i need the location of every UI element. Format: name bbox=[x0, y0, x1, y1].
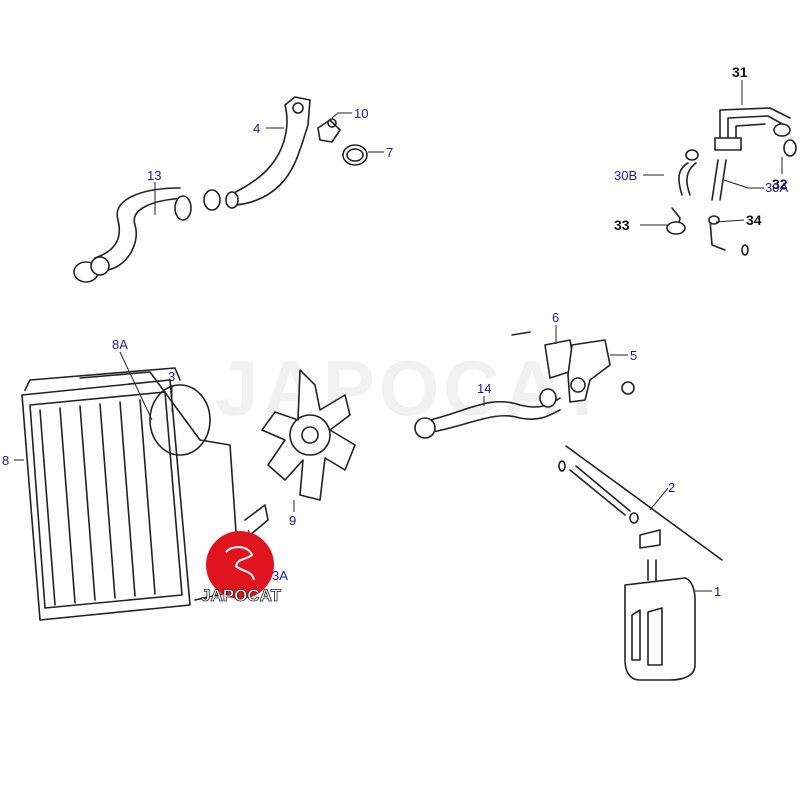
callout-34: 34 bbox=[746, 212, 762, 228]
callout-7: 7 bbox=[386, 145, 393, 160]
part-9-fan bbox=[261, 369, 356, 501]
callout-10: 10 bbox=[354, 106, 368, 121]
logo-text: JAPOCAT bbox=[201, 586, 282, 605]
callout-4: 4 bbox=[253, 121, 260, 136]
callout-13: 13 bbox=[147, 168, 161, 183]
callout-31: 31 bbox=[732, 64, 748, 80]
callout-33: 33 bbox=[614, 217, 630, 233]
callout-2: 2 bbox=[668, 480, 675, 495]
part-13-hose bbox=[73, 187, 192, 283]
part-2-overflow-hose bbox=[558, 445, 723, 561]
callout-3A: 3A bbox=[272, 568, 288, 583]
part-32-fitting bbox=[783, 139, 797, 157]
callout-9: 9 bbox=[289, 513, 296, 528]
callout-6: 6 bbox=[552, 310, 559, 325]
callout-8A: 8A bbox=[112, 337, 128, 352]
callout-3: 3 bbox=[168, 369, 175, 384]
part-34-hose bbox=[708, 215, 749, 256]
japocat-logo: JAPOCAT bbox=[201, 531, 282, 605]
callout-14: 14 bbox=[477, 381, 491, 396]
part-1-reservoir-tank bbox=[624, 559, 696, 681]
part-10-sensor bbox=[317, 118, 341, 143]
callout-5: 5 bbox=[630, 348, 637, 363]
part-4-water-outlet bbox=[225, 96, 311, 209]
callout-8: 8 bbox=[2, 453, 9, 468]
part-clamp bbox=[203, 189, 221, 211]
part-3A-shroud-lower bbox=[244, 504, 269, 536]
part-8-radiator bbox=[21, 367, 191, 621]
part-30B-hose bbox=[678, 149, 699, 196]
callout-30B: 30B bbox=[614, 168, 637, 183]
part-7-gasket bbox=[342, 144, 368, 166]
part-5-thermostat-housing bbox=[567, 339, 635, 403]
callout-32: 32 bbox=[772, 176, 788, 192]
part-14-hose bbox=[414, 388, 561, 439]
part-31-pipe-assembly bbox=[714, 107, 791, 151]
part-30A-hose bbox=[711, 159, 727, 201]
callout-30A: 30A bbox=[765, 180, 788, 195]
part-33-hose bbox=[666, 207, 686, 235]
callout-1: 1 bbox=[714, 584, 721, 599]
